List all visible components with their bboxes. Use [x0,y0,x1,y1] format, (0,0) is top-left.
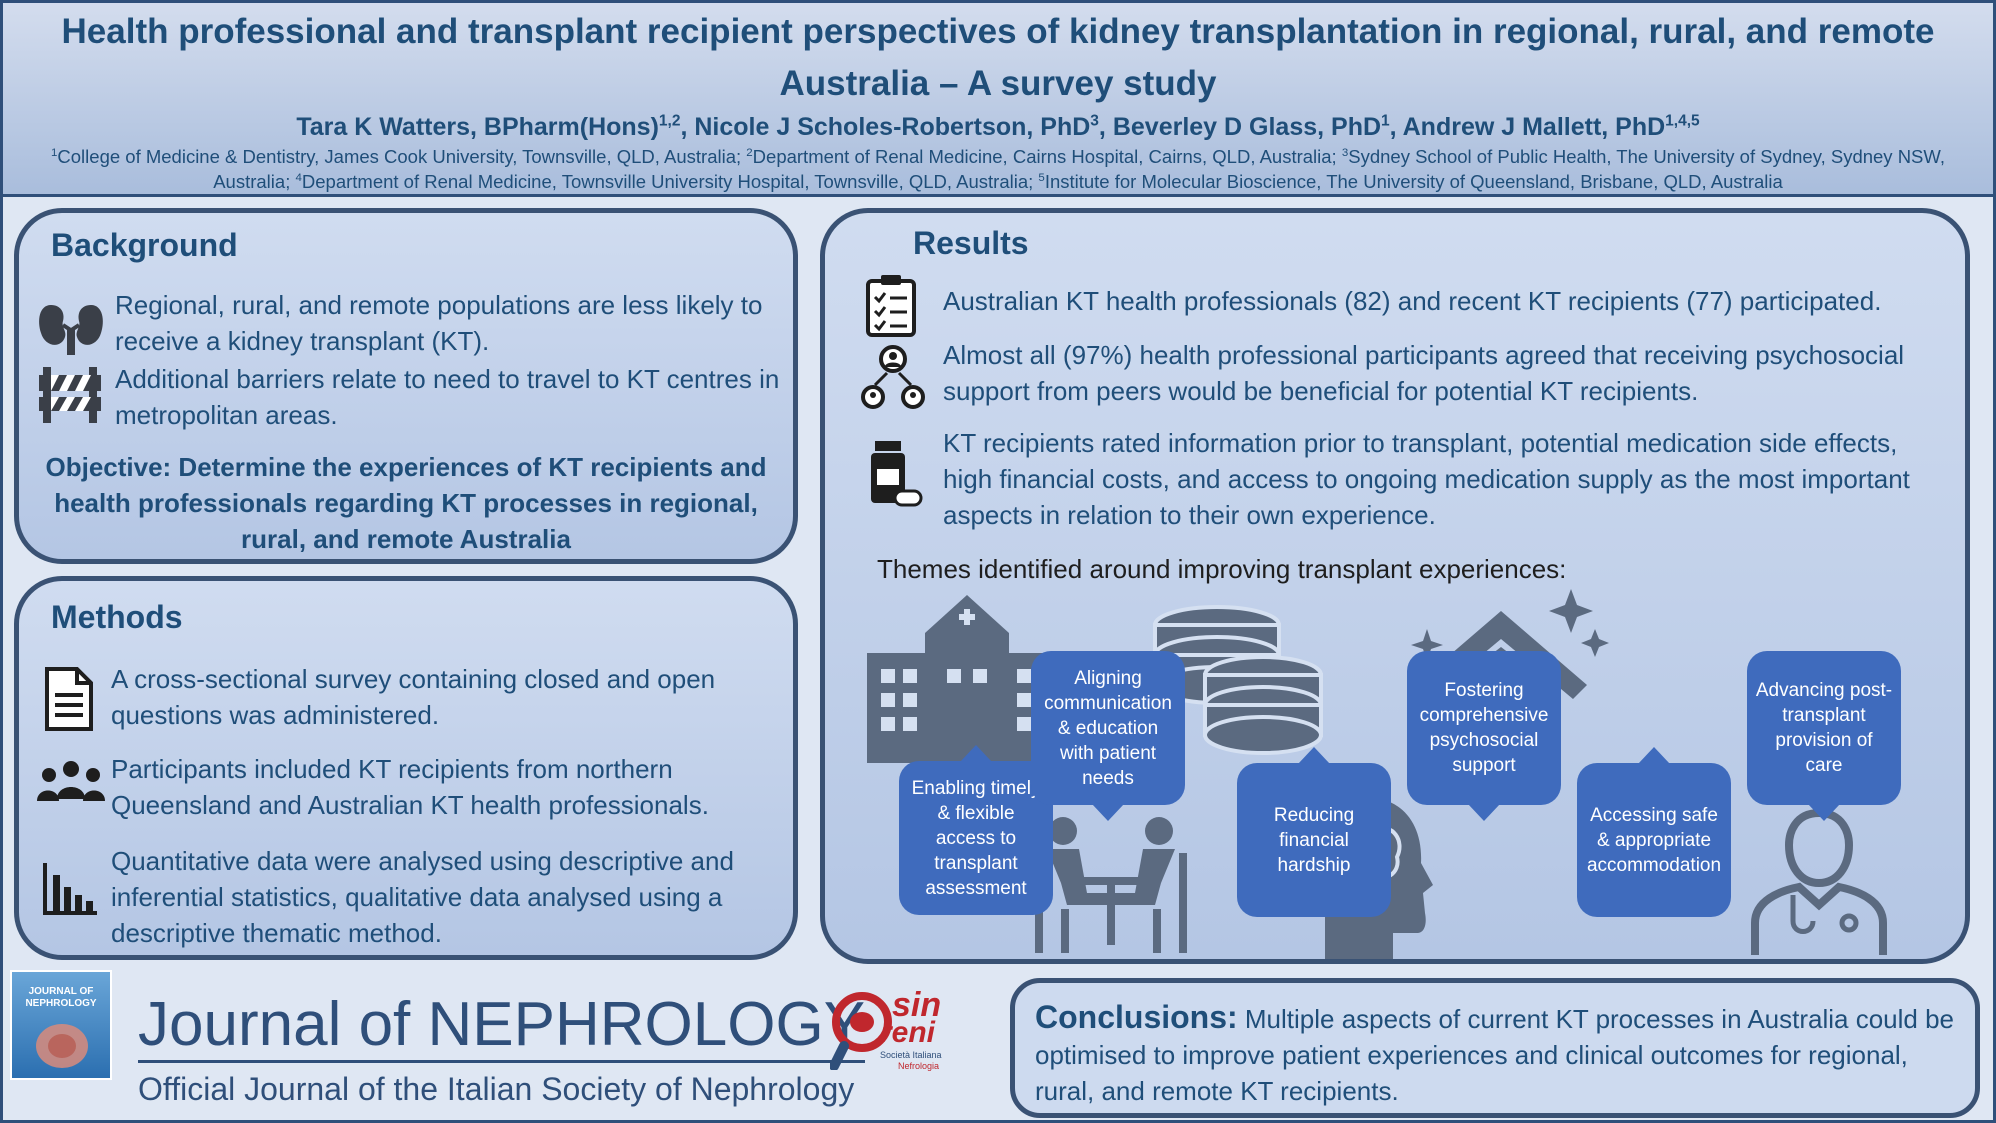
author-name: Nicole J Scholes-Robertson, PhD [694,113,1091,141]
methods-heading: Methods [51,599,183,635]
journal-cover: JOURNAL OF NEPHROLOGY [10,970,112,1080]
conclusions-panel: Conclusions: Multiple aspects of current… [1010,978,1980,1118]
sin-logo-main: sin [892,986,942,1024]
results-point-1: Australian KT health professionals (82) … [943,286,1882,316]
poster-title: Health professional and transplant recip… [61,12,1935,103]
journal-title: Journal of NEPHROLOGY [138,990,866,1063]
objective-statement: Objective: Determine the experiences of … [45,452,767,554]
sin-logo-line2: Nefrologia [898,1061,940,1071]
author-name: Andrew J Mallett, PhD [1402,113,1666,141]
results-heading: Results [913,225,1029,261]
theme-bubble-post-transplant: Advancing post-transplant provision of c… [1747,651,1901,805]
results-point-3: KT recipients rated information prior to… [943,428,1910,530]
conclusions-text: Multiple aspects of current KT processes… [1035,1004,1954,1106]
results-panel: Results Australian KT health professiona… [820,208,1970,964]
author-list: Tara K Watters, BPharm(Hons)1,2, Nicole … [296,112,1700,141]
results-point-2: Almost all (97%) health professional par… [943,340,1905,406]
author-affiliation-number: 3 [1090,112,1099,130]
sin-logo-line1: Società Italiana [880,1050,942,1060]
network-icon [861,345,925,409]
background-point-2: Additional barriers relate to need to tr… [115,364,780,430]
coins-icon [1153,605,1323,755]
affiliation-text: Sydney School of Public Health, The Univ… [213,146,1945,192]
affiliation-number: 5 [1038,171,1045,184]
doctor-icon [1751,808,1887,955]
bubble-tip [960,745,992,762]
bubble-tip [1092,804,1124,821]
author-affiliation-number: 1 [1381,112,1390,130]
themes-intro-rest: around improving transplant experiences: [1082,554,1567,584]
affiliation-text: Department of Renal Medicine, Townsville… [301,171,1039,192]
affiliation-text: Department of Renal Medicine, Cairns Hos… [752,146,1342,167]
affiliation-text: Institute for Molecular Bioscience, The … [1044,171,1783,192]
document-icon [45,667,93,731]
themes-lead: Themes identified [877,554,1083,584]
medication-icon [871,441,923,507]
author-name: Tara K Watters, BPharm(Hons) [296,113,659,141]
bubble-tip [1638,747,1670,764]
journal-cover-title: JOURNAL OF NEPHROLOGY [25,986,97,1009]
meeting-icon [1035,817,1187,953]
barrier-icon [39,367,101,423]
theme-bubble-accommodation: Accessing safe & appropriate accommodati… [1577,763,1731,917]
methods-panel: Methods A cross-sectional survey contain… [14,576,798,960]
poster-header: Health professional and transplant recip… [0,0,1996,197]
bubble-tip [1468,804,1500,821]
methods-point-1: A cross-sectional survey containing clos… [111,664,716,730]
theme-bubble-financial: Reducing financial hardship [1237,763,1391,917]
bubble-tip [1298,747,1330,764]
author-affiliation-number: 1,4,5 [1665,112,1700,130]
methods-point-3: Quantitative data were analysed using de… [111,846,734,948]
background-point-1: Regional, rural, and remote populations … [115,290,763,356]
methods-point-2: Participants included KT recipients from… [111,754,709,820]
affiliation-text: College of Medicine & Dentistry, James C… [57,146,747,167]
themes-intro: Themes identified around improving trans… [877,551,1777,587]
author-name: Beverley D Glass, PhD [1112,113,1382,141]
affiliation-number: 2 [746,146,753,159]
affiliation-number: 1 [51,146,58,159]
clipboard-icon [866,275,916,337]
kidneys-icon [39,305,103,355]
people-icon [37,761,105,801]
affiliations: 1College of Medicine & Dentistry, James … [0,144,1996,194]
sin-logo-icon [830,992,892,1070]
affiliation-number: 3 [1341,146,1349,159]
author-affiliation-number: 1,2 [658,112,681,130]
theme-bubble-timely-access: Enabling timely & flexible access to tra… [899,761,1053,915]
affiliation-number: 4 [295,171,302,184]
conclusions-label: Conclusions: [1035,999,1238,1035]
theme-bubble-communication: Aligning communication & education with … [1031,651,1185,805]
background-heading: Background [51,227,238,263]
bar-chart-icon [43,863,97,915]
theme-bubble-psychosocial: Fostering comprehensive psychosocial sup… [1407,651,1561,805]
journal-subtitle: Official Journal of the Italian Society … [138,1071,855,1107]
kidney-cover-icon [36,1024,88,1068]
bubble-tip [1808,804,1840,821]
sin-logo-second: reni [880,1016,936,1049]
background-panel: Background Regional, rural, and remote p… [14,208,798,564]
